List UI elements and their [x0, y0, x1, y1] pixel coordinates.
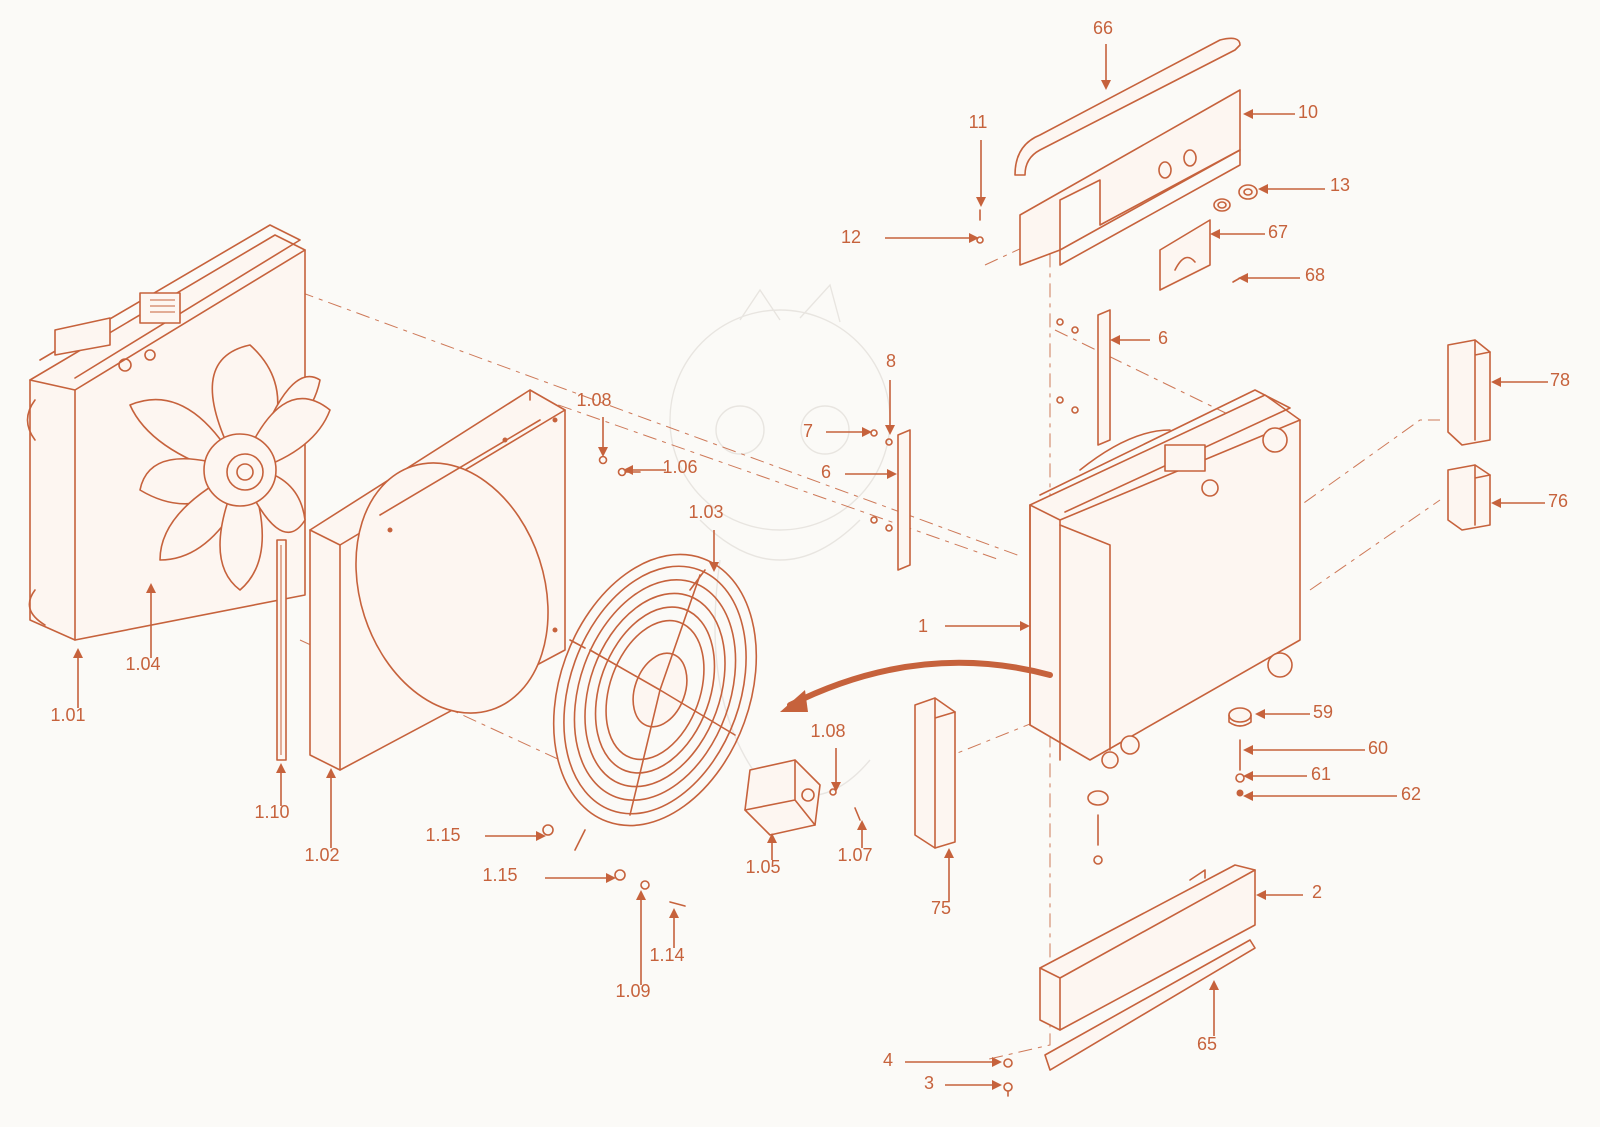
callout-label-1-02: 1.02: [304, 845, 339, 865]
fasteners-left: [542, 455, 861, 907]
mount-59-62: [1087, 707, 1252, 865]
grommets-13: [1213, 184, 1258, 212]
callout-label-10: 10: [1298, 102, 1318, 122]
callout-label-75: 75: [931, 898, 951, 918]
callout-label-1-15b: 1.15: [482, 865, 517, 885]
assembly-direction-arrow: [780, 659, 1053, 712]
fan-shroud-1-02: [309, 389, 566, 771]
callout-label-68: 68: [1305, 265, 1325, 285]
callout-label-76: 76: [1548, 491, 1568, 511]
plate-67: [1159, 219, 1241, 291]
callout-label-1-08b: 1.08: [810, 721, 845, 741]
callout-label-2: 2: [1312, 882, 1322, 902]
radiator-core-1: [1029, 389, 1301, 769]
callout-label-1-06: 1.06: [662, 457, 697, 477]
callout-label-1-05: 1.05: [745, 857, 780, 877]
callout-label-1-15a: 1.15: [425, 825, 460, 845]
callout-label-13: 13: [1330, 175, 1350, 195]
callout-label-1-10: 1.10: [254, 802, 289, 822]
callout-label-61: 61: [1311, 764, 1331, 784]
foam-block-75: [914, 697, 956, 849]
callout-label-12: 12: [841, 227, 861, 247]
callout-label-60: 60: [1368, 738, 1388, 758]
callout-label-1-04: 1.04: [125, 654, 160, 674]
callout-label-1-01: 1.01: [50, 705, 85, 725]
callout-label-1-08a: 1.08: [576, 390, 611, 410]
lower-bracket-2: [1039, 864, 1256, 1031]
fan-guard-1-03: [552, 553, 758, 851]
seal-strip-1-10: [276, 539, 287, 761]
fan-blades-1-04: [129, 344, 331, 591]
callout-label-62: 62: [1401, 784, 1421, 804]
callout-label-1-14: 1.14: [649, 945, 684, 965]
callout-label-59: 59: [1313, 702, 1333, 722]
top-bracket-10: [1019, 89, 1241, 266]
callout-label-1: 1: [918, 616, 928, 636]
hydraulic-motor-1-05: [744, 759, 821, 836]
bracket-6-right: [1056, 309, 1111, 446]
bracket-6-left: [870, 429, 911, 571]
callout-label-1-07: 1.07: [837, 845, 872, 865]
callout-label-11: 11: [969, 112, 988, 132]
callout-label-8: 8: [886, 351, 896, 371]
foam-block-78: [1447, 339, 1491, 446]
seal-strip-65: [1044, 939, 1256, 1071]
callout-label-6a: 6: [1158, 328, 1168, 348]
callout-label-4: 4: [883, 1050, 893, 1070]
foam-block-76: [1447, 464, 1491, 531]
callout-label-7: 7: [803, 421, 813, 441]
callout-label-1-03: 1.03: [688, 502, 723, 522]
callout-label-67: 67: [1268, 222, 1288, 242]
callout-label-1-09: 1.09: [615, 981, 650, 1001]
callout-label-6b: 6: [821, 462, 831, 482]
callout-label-78: 78: [1550, 370, 1570, 390]
callout-label-3: 3: [924, 1073, 934, 1093]
callout-label-66: 66: [1093, 18, 1113, 38]
callout-label-65: 65: [1197, 1034, 1217, 1054]
top-seal-66: [1014, 37, 1241, 176]
fasteners-3-4: [976, 209, 1013, 1097]
